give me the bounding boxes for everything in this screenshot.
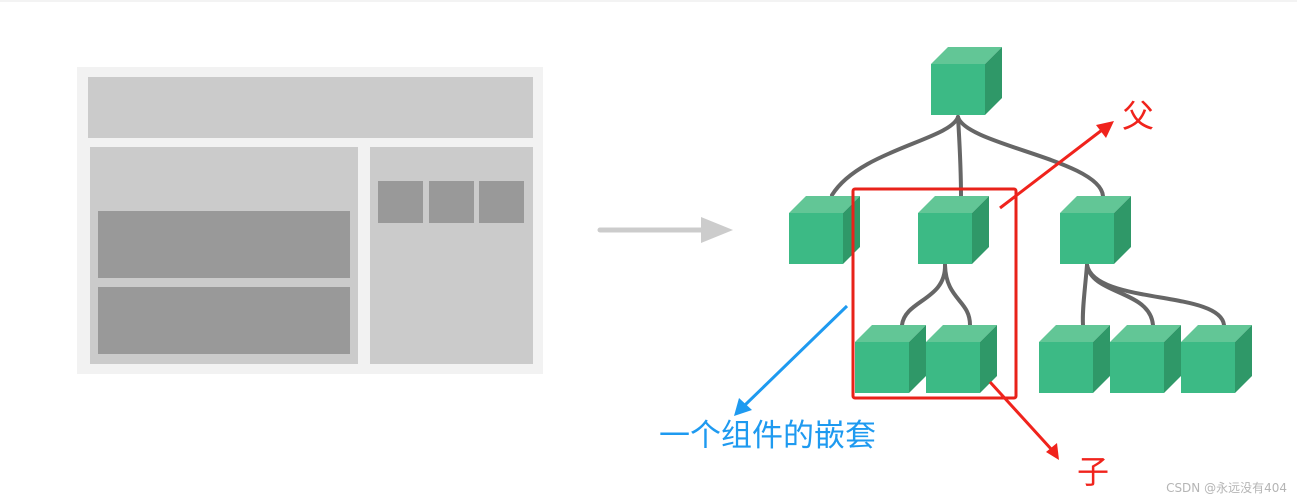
watermark: CSDN @永远没有404 xyxy=(1166,481,1287,495)
tree-level2-component-3-cube-icon xyxy=(1060,196,1131,264)
nesting-arrow-icon xyxy=(734,304,849,416)
nested-component-highlight-box xyxy=(851,187,1018,400)
wireframe-main xyxy=(90,147,358,364)
top-border-strip xyxy=(0,0,1297,2)
wireframe-header xyxy=(88,77,533,138)
wireframe-sidebar-tile-3 xyxy=(479,181,524,223)
tree-root-component-cube-icon xyxy=(931,47,1002,115)
page-layout-wireframe xyxy=(77,67,543,374)
tree-level3-component-2-cube-icon xyxy=(926,325,997,393)
tree-level3-component-5-cube-icon xyxy=(1181,325,1252,393)
parent-label: 父 xyxy=(1122,97,1155,135)
tree-level3-component-1-cube-icon xyxy=(855,325,926,393)
tree-level2-component-1-cube-icon xyxy=(789,196,860,264)
tree-level2-component-2-cube-icon xyxy=(918,196,989,264)
tree-level3-component-3-cube-icon xyxy=(1039,325,1110,393)
wireframe-sidebar-tile-2 xyxy=(429,181,474,223)
tree-connectors xyxy=(830,115,1226,327)
parent-arrow-icon xyxy=(999,121,1114,210)
child-label: 子 xyxy=(1077,453,1110,491)
child-arrow-icon xyxy=(988,380,1059,460)
right-arrow-icon xyxy=(597,217,733,243)
tree-level3-component-4-cube-icon xyxy=(1110,325,1181,393)
wireframe-main-block-2 xyxy=(98,287,350,354)
wireframe-main-block-1 xyxy=(98,211,350,278)
wireframe-sidebar xyxy=(370,147,533,364)
wireframe-sidebar-tile-1 xyxy=(378,181,423,223)
component-nesting-label: 一个组件的嵌套 xyxy=(659,418,876,454)
